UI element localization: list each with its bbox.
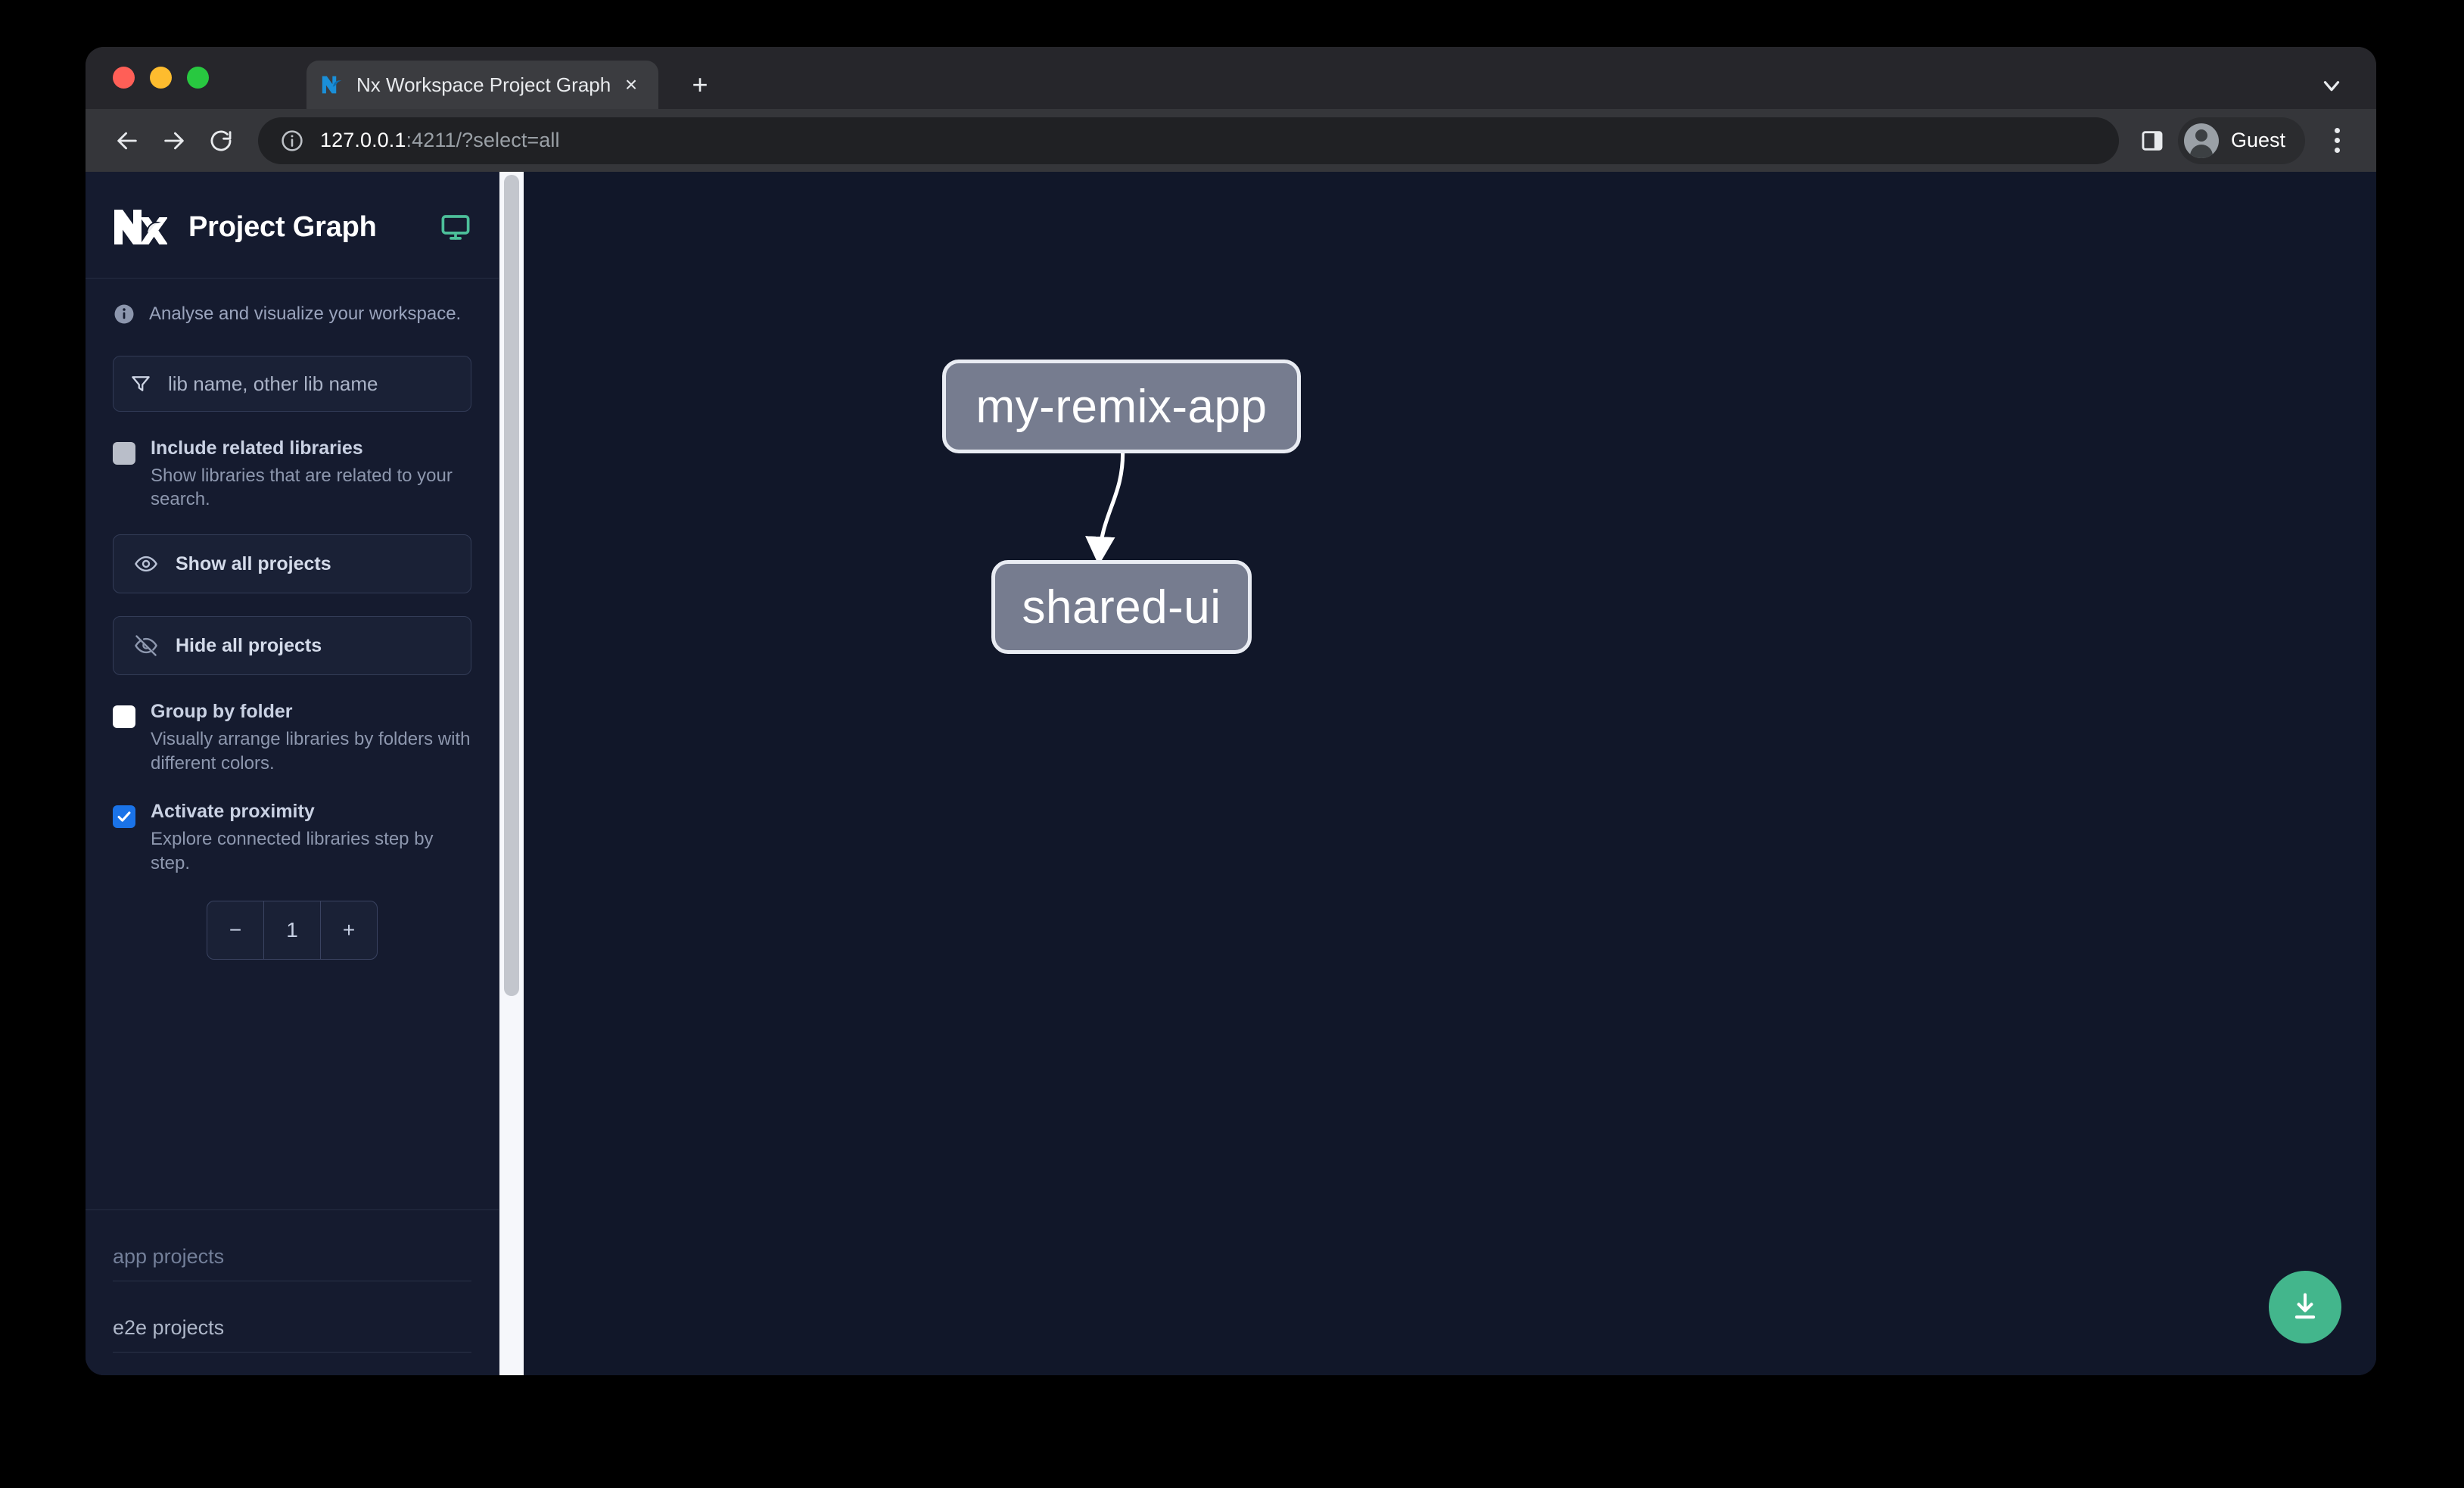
window-traffic-lights xyxy=(113,67,209,89)
download-image-button[interactable] xyxy=(2269,1271,2341,1343)
option-description: Show libraries that are related to your … xyxy=(151,465,453,510)
page-content: Project Graph xyxy=(86,172,2376,1375)
graph-node-shared-ui[interactable]: shared-ui xyxy=(991,560,1252,654)
browser-toolbar: 127.0.0.1:4211/?select=all Guest xyxy=(86,109,2376,172)
project-filter[interactable] xyxy=(113,356,471,412)
new-tab-button[interactable]: + xyxy=(692,69,708,100)
graph-edge-my-remix-app-to-shared-ui xyxy=(1085,453,1125,565)
browser-tab-strip: Nx Workspace Project Graph × + xyxy=(86,47,2376,109)
browser-window: Nx Workspace Project Graph × + xyxy=(86,47,2376,1375)
show-all-projects-label: Show all projects xyxy=(176,553,331,574)
graph-edges xyxy=(1085,453,1125,565)
nx-favicon-icon xyxy=(320,72,346,98)
desktop-monitor-icon[interactable] xyxy=(440,211,471,243)
chevron-down-icon[interactable] xyxy=(2316,70,2347,101)
proximity-value: 1 xyxy=(263,901,320,960)
proximity-decrement-button[interactable]: − xyxy=(229,918,242,942)
checkbox-group-by-folder[interactable] xyxy=(113,705,135,729)
sidebar-scrollbar[interactable] xyxy=(499,172,524,1375)
project-group-label: app projects xyxy=(113,1245,471,1281)
option-description: Visually arrange libraries by folders wi… xyxy=(151,728,471,774)
project-graph-canvas[interactable]: my-remix-app shared-ui xyxy=(499,172,2376,1375)
graph-node-my-remix-app[interactable]: my-remix-app xyxy=(942,360,1301,453)
close-icon[interactable]: × xyxy=(624,73,638,96)
checkbox-activate-proximity[interactable] xyxy=(113,805,135,829)
search-input[interactable] xyxy=(168,372,463,396)
profile-name: Guest xyxy=(2230,129,2285,151)
eye-icon xyxy=(133,551,159,577)
show-all-projects-button[interactable]: Show all projects xyxy=(113,534,471,594)
toolbar-right-cluster: Guest xyxy=(2131,117,2358,164)
address-bar-host: 127.0.0.1 xyxy=(320,129,406,151)
hide-all-projects-label: Hide all projects xyxy=(176,634,322,656)
reload-icon[interactable] xyxy=(198,117,244,164)
proximity-stepper[interactable]: − 1 + xyxy=(207,901,378,960)
checkbox-include-related-libraries[interactable] xyxy=(113,442,135,465)
proximity-increment-button[interactable]: + xyxy=(320,901,377,960)
site-info-icon[interactable] xyxy=(278,126,306,155)
browser-tab[interactable]: Nx Workspace Project Graph × xyxy=(306,61,658,109)
sidebar-tagline: Analyse and visualize your workspace. xyxy=(86,279,499,348)
hide-all-projects-button[interactable]: Hide all projects xyxy=(113,616,471,676)
window-close-button[interactable] xyxy=(113,67,135,89)
project-group-label: e2e projects xyxy=(113,1316,471,1353)
option-label: Include related libraries xyxy=(151,437,363,459)
window-minimize-button[interactable] xyxy=(150,67,172,89)
sidebar-body: Include related libraries Show libraries… xyxy=(86,348,499,1176)
sidebar-scrollbar-thumb[interactable] xyxy=(504,175,519,996)
option-text: Group by folder Visually arrange librari… xyxy=(151,701,471,775)
project-group-app[interactable]: app projects xyxy=(113,1210,471,1281)
project-group-e2e[interactable]: e2e projects xyxy=(113,1281,471,1353)
browser-tab-title: Nx Workspace Project Graph xyxy=(356,73,611,96)
option-activate-proximity[interactable]: Activate proximity Explore connected lib… xyxy=(113,801,471,875)
option-label: Group by folder xyxy=(151,701,293,723)
funnel-filter-icon xyxy=(114,356,168,411)
sidebar-project-groups: app projects e2e projects xyxy=(86,1209,499,1375)
sidebar-tagline-text: Analyse and visualize your workspace. xyxy=(149,304,462,324)
option-label: Activate proximity xyxy=(151,801,315,823)
option-text: Activate proximity Explore connected lib… xyxy=(151,801,471,875)
window-maximize-button[interactable] xyxy=(187,67,209,89)
back-arrow-icon[interactable] xyxy=(104,117,151,164)
nx-logo xyxy=(113,207,168,247)
eye-off-icon xyxy=(133,633,159,658)
avatar xyxy=(2183,123,2219,158)
page-title: Project Graph xyxy=(188,210,377,243)
graph-node-label: my-remix-app xyxy=(975,380,1268,433)
option-text: Include related libraries Show libraries… xyxy=(151,437,471,512)
three-dot-menu-icon[interactable] xyxy=(2316,120,2358,162)
sidebar-header: Project Graph xyxy=(86,172,499,279)
sidebar: Project Graph xyxy=(86,172,499,1375)
address-bar-path: :4211/?select=all xyxy=(406,129,560,151)
side-panel-icon[interactable] xyxy=(2131,120,2173,162)
forward-arrow-icon[interactable] xyxy=(151,117,198,164)
graph-node-label: shared-ui xyxy=(1022,581,1221,633)
option-description: Explore connected libraries step by step… xyxy=(151,828,434,873)
download-icon xyxy=(2288,1289,2322,1326)
address-bar[interactable]: 127.0.0.1:4211/?select=all xyxy=(258,117,2119,164)
info-circle-icon xyxy=(113,303,135,325)
profile-chip[interactable]: Guest xyxy=(2177,117,2305,164)
option-include-related-libraries[interactable]: Include related libraries Show libraries… xyxy=(113,437,471,512)
option-group-by-folder[interactable]: Group by folder Visually arrange librari… xyxy=(113,701,471,775)
address-bar-url: 127.0.0.1:4211/?select=all xyxy=(320,129,560,152)
